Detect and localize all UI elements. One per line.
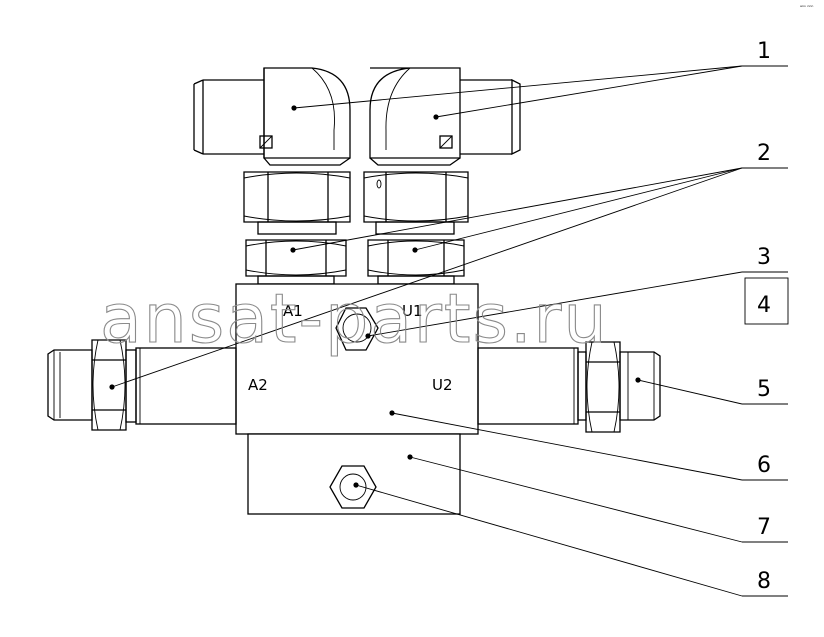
callout-5: 5 (757, 377, 771, 402)
callout-4: 4 (757, 293, 771, 318)
right-upper-hex-nut (363, 171, 469, 235)
right-lower-hex-nut (367, 239, 465, 285)
left-side-fitting (47, 339, 237, 431)
left-elbow-fitting (193, 67, 351, 166)
corner-mark: ᵃⁿˢ ⁿⁿⁿ (800, 5, 813, 11)
left-upper-hex-nut (243, 171, 351, 235)
callout-1: 1 (757, 39, 771, 64)
callout-3: 3 (757, 245, 771, 270)
callout-8: 8 (757, 569, 771, 594)
left-lower-hex-nut (245, 239, 347, 285)
port-label-u2: U2 (432, 376, 453, 394)
port-label-a2: A2 (248, 376, 268, 394)
callout-6: 6 (757, 453, 771, 478)
right-side-fitting (477, 341, 661, 433)
lower-mount-block (247, 433, 461, 515)
leader-lines (111, 65, 789, 597)
port-label-u1: U1 (402, 302, 423, 320)
watermark-text: ansat-parts.ru (100, 280, 609, 359)
callout-7: 7 (757, 515, 771, 540)
port-label-a1: A1 (283, 302, 303, 320)
right-elbow-fitting (369, 67, 521, 166)
callout-2: 2 (757, 141, 771, 166)
